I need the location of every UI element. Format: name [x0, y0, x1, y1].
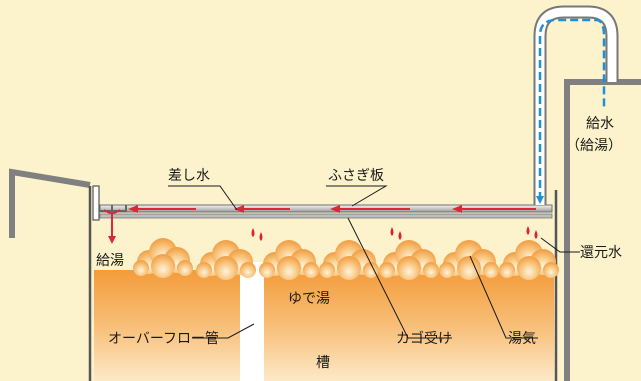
label-overflow: オーバーフロー管: [108, 331, 219, 347]
hot-water-arrow: [108, 214, 116, 244]
left-wall: [9, 168, 91, 238]
label-yuge: 湯気: [508, 330, 536, 347]
label-kanganmizu: 還元水: [580, 245, 622, 261]
water-drops: [251, 226, 538, 241]
label-sashimizu: 差し水: [168, 168, 210, 184]
label-kago: カゴ受け: [396, 330, 452, 347]
supply-pipe: [533, 5, 619, 205]
supply-flow-arrowhead: [536, 196, 544, 204]
steam-puffs: [133, 238, 559, 280]
leader-lines: [168, 185, 580, 339]
return-flow-arrows: [128, 205, 536, 213]
label-fusagi-ita: ふさぎ板: [328, 168, 384, 184]
cover-plate: [99, 204, 553, 213]
label-kyusui-sub: （給湯）: [566, 137, 622, 154]
overflow-pipe: [240, 262, 264, 381]
tank-water: [94, 270, 554, 381]
cover-plate-lower: [99, 213, 553, 219]
supply-flow-line: [538, 18, 606, 200]
label-so: 槽: [316, 355, 330, 371]
label-kyuto: 給湯: [96, 252, 124, 269]
left-bracket: [92, 185, 100, 221]
label-kyusui: 給水: [586, 116, 614, 132]
label-yudeyu: ゆで湯: [288, 290, 330, 307]
